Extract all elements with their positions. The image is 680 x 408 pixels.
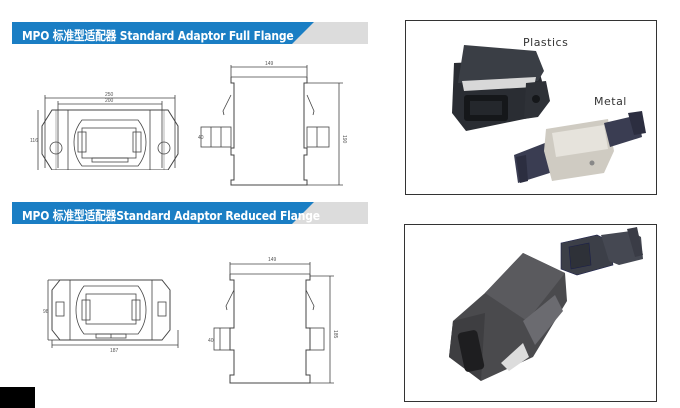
dim-top-width: 149 xyxy=(265,61,274,67)
dim-height: 190 xyxy=(341,135,347,144)
adaptor-body-icon xyxy=(449,253,567,381)
side-view-drawing-reduced-flange: 149 40 185 xyxy=(200,250,365,390)
dim-top-width: 149 xyxy=(268,257,277,263)
section-banner-full-flange: MPO 标准型适配器 Standard Adaptor Full Flange xyxy=(12,22,368,44)
dim-ear: 40 xyxy=(208,338,214,344)
dim-outer-width: 250 xyxy=(105,92,114,98)
banner-blue-band xyxy=(12,202,314,224)
product-photo-plastics-metal: Plastics Metal xyxy=(405,20,657,195)
section-title: MPO 标准型适配器Standard Adaptor Reduced Flang… xyxy=(22,208,320,223)
section-banner-reduced-flange: MPO 标准型适配器Standard Adaptor Reduced Flang… xyxy=(12,202,368,224)
label-plastics: Plastics xyxy=(523,36,569,49)
dim-ear: 40 xyxy=(198,135,204,141)
dim-inner-width: 200 xyxy=(105,98,114,104)
front-view-drawing-reduced-flange: 98 187 xyxy=(40,278,190,353)
black-corner-block xyxy=(0,387,35,408)
adaptor-illustration xyxy=(452,45,646,183)
dim-height: 116 xyxy=(30,138,38,144)
metal-adaptor-icon xyxy=(514,111,646,183)
section-title: MPO 标准型适配器 Standard Adaptor Full Flange xyxy=(22,28,294,43)
product-photo-exploded-adaptor xyxy=(404,224,657,402)
dim-height: 98 xyxy=(43,309,49,315)
dust-cap-icon xyxy=(560,227,643,276)
plastic-adaptor-icon xyxy=(452,45,550,131)
dim-bottom-width: 187 xyxy=(110,348,119,353)
banner-blue-band xyxy=(12,22,314,44)
side-view-drawing-full-flange: 149 40 190 xyxy=(195,55,365,195)
front-view-drawing-full-flange: 250 200 116 xyxy=(20,90,190,170)
exploded-adaptor-illustration xyxy=(449,227,643,381)
label-metal: Metal xyxy=(594,95,627,108)
dim-height: 185 xyxy=(332,330,338,339)
